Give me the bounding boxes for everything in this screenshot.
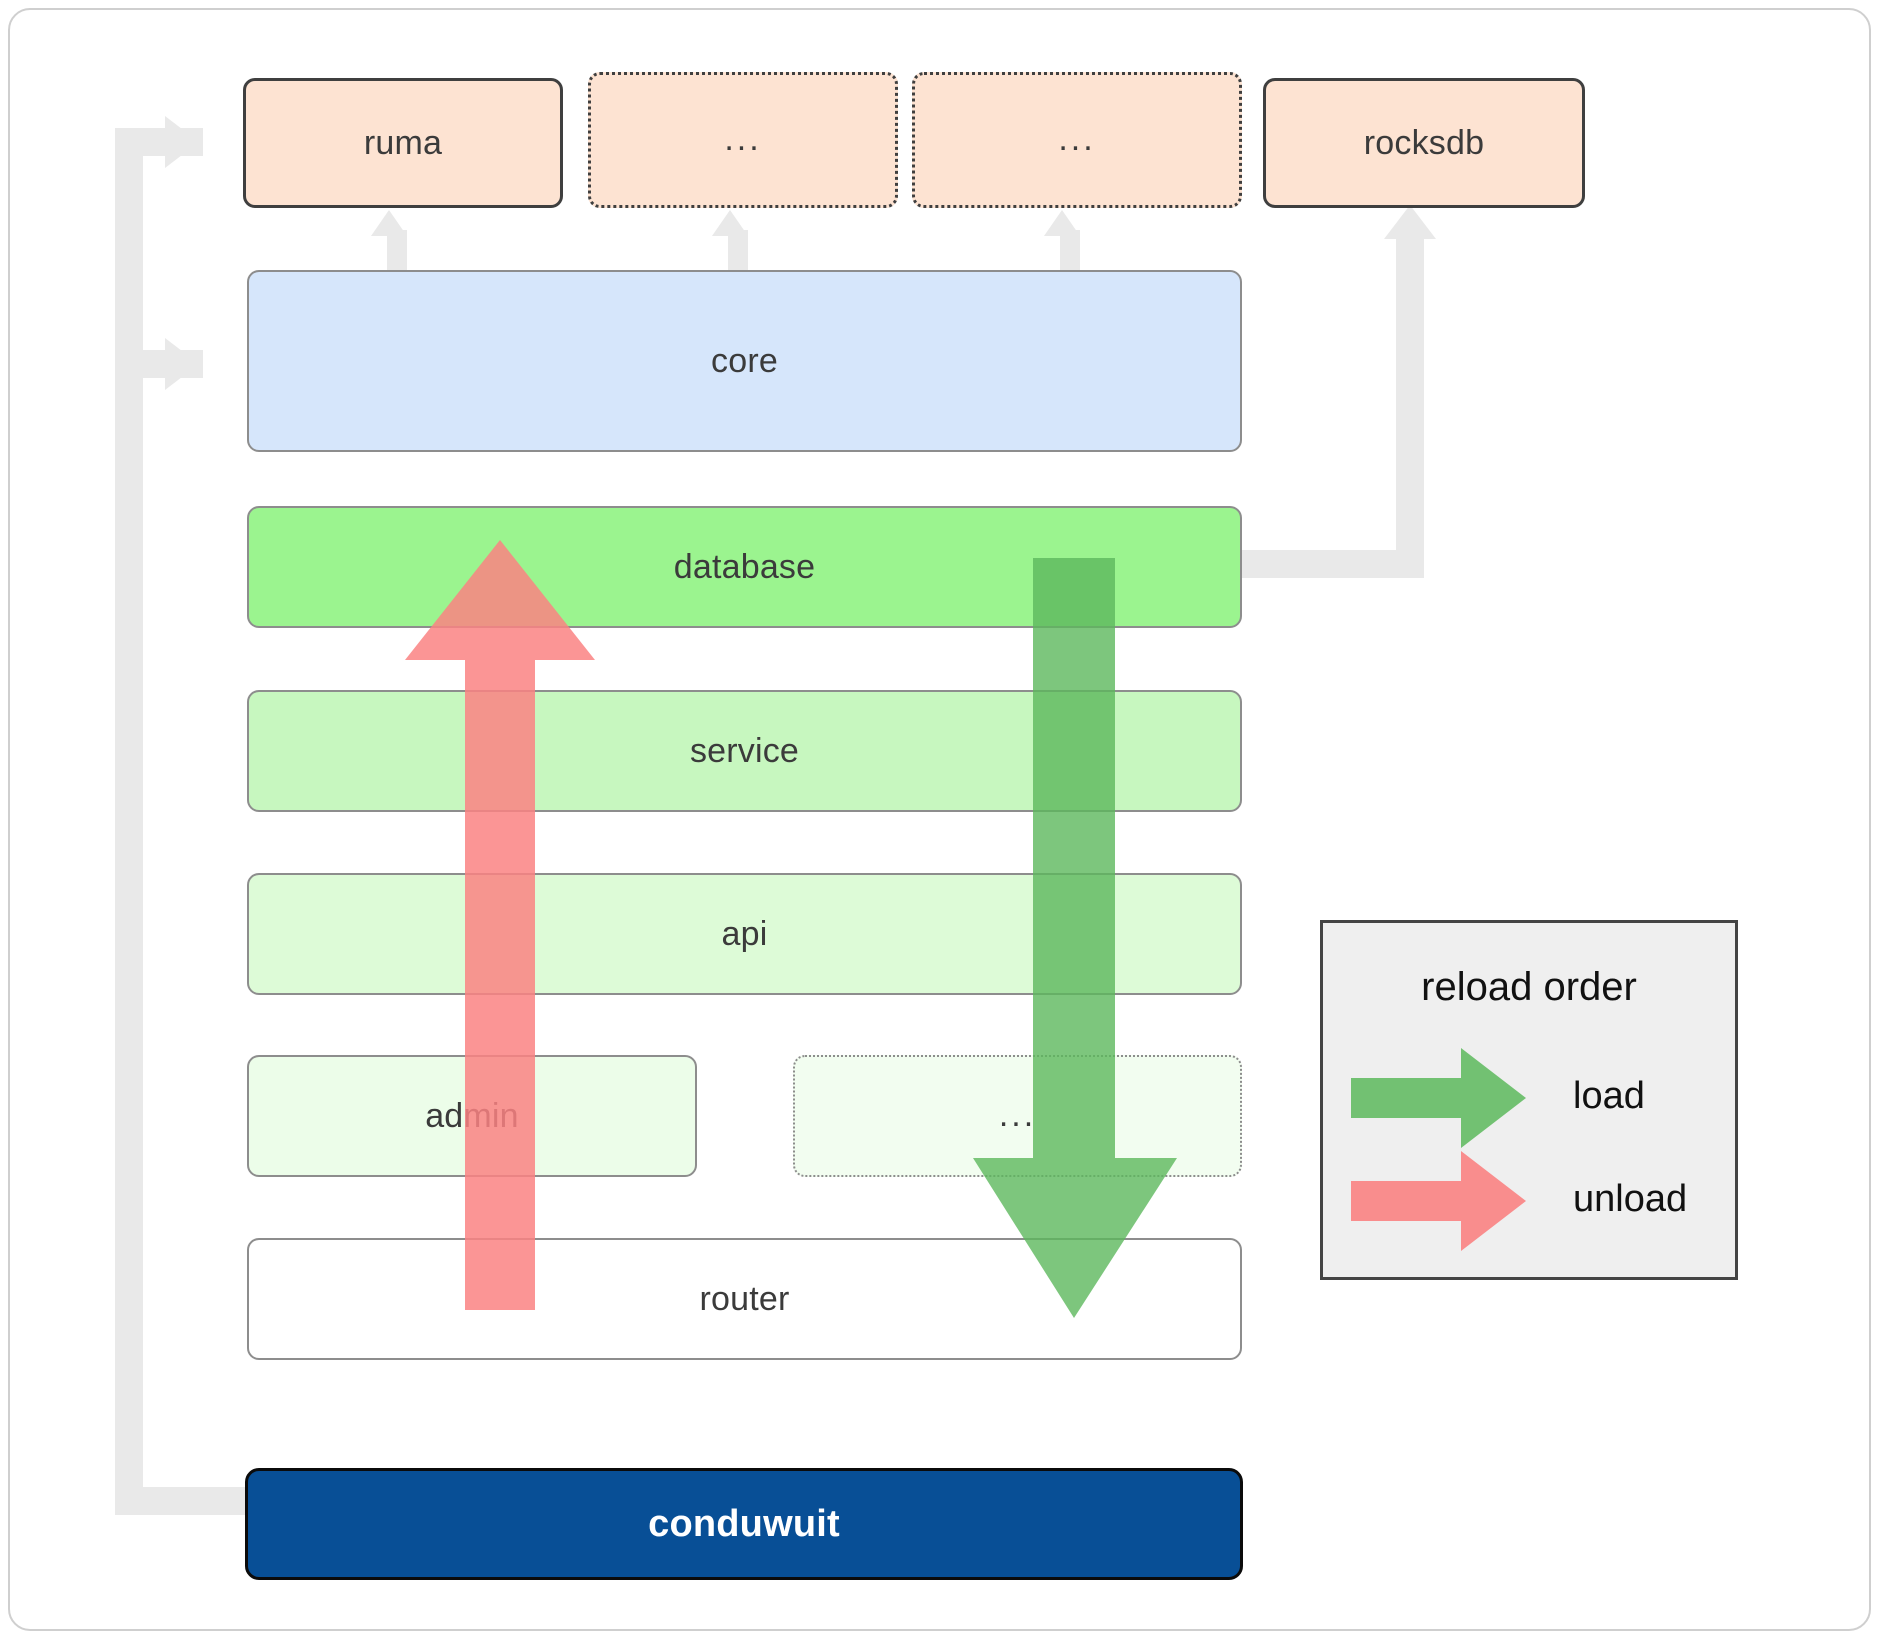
node-dependency-b[interactable]: ... xyxy=(912,72,1242,208)
node-api-label: api xyxy=(721,914,768,953)
node-core-label: core xyxy=(711,341,778,380)
gray-link-rocksdb-vertical xyxy=(1396,238,1424,578)
gray-arrowhead-core xyxy=(165,338,199,390)
legend-load-label: load xyxy=(1573,1075,1645,1117)
node-dependency-b-label: ... xyxy=(1058,120,1096,159)
gray-stub-ruma xyxy=(387,230,407,275)
node-ruma[interactable]: ruma xyxy=(243,78,563,208)
gray-stub-arrowhead-dep-b xyxy=(1044,210,1080,236)
legend-load-arrow-icon xyxy=(1351,1048,1526,1148)
node-core[interactable]: core xyxy=(247,270,1242,452)
node-router-label: router xyxy=(699,1279,790,1318)
node-ruma-label: ruma xyxy=(363,123,443,162)
unload-arrow xyxy=(405,540,595,1310)
gray-link-vertical-trunk xyxy=(115,128,143,1515)
node-dependency-a-label: ... xyxy=(724,120,762,159)
load-arrow xyxy=(973,558,1177,1318)
node-rocksdb-label: rocksdb xyxy=(1363,123,1485,162)
gray-arrowhead-ruma xyxy=(165,116,199,168)
node-service-label: service xyxy=(689,731,800,770)
node-conduwuit[interactable]: conduwuit xyxy=(245,1468,1243,1580)
node-conduwuit-label: conduwuit xyxy=(648,1502,840,1545)
gray-stub-arrowhead-ruma xyxy=(371,210,407,236)
gray-stub-dep-a xyxy=(728,230,748,275)
legend-unload-arrow-icon xyxy=(1351,1151,1526,1251)
gray-arrowhead-rocksdb xyxy=(1384,205,1436,239)
node-database-label: database xyxy=(673,547,816,586)
diagram-frame xyxy=(8,8,1871,1631)
legend-unload-label: unload xyxy=(1573,1178,1688,1220)
gray-stub-dep-b xyxy=(1060,230,1080,275)
gray-stub-arrowhead-dep-a xyxy=(712,210,748,236)
node-rocksdb[interactable]: rocksdb xyxy=(1263,78,1585,208)
legend-title: reload order xyxy=(1421,965,1637,1009)
legend-box: reload order load unload xyxy=(1320,920,1738,1280)
node-dependency-a[interactable]: ... xyxy=(588,72,898,208)
